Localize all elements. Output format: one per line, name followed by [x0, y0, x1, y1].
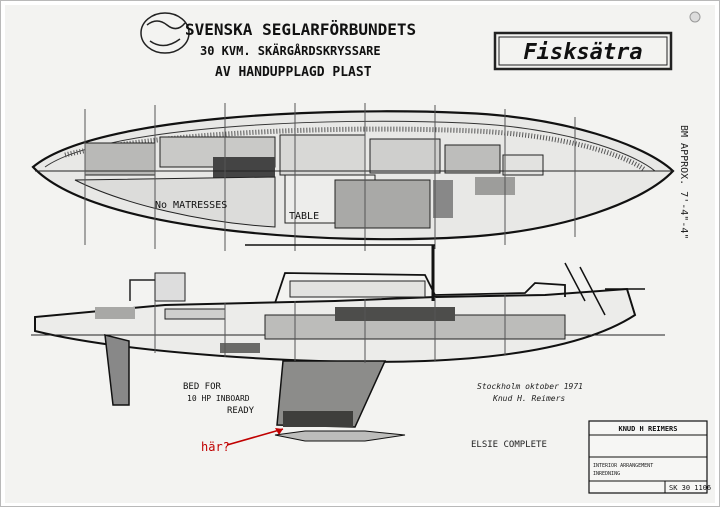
- plan-view: No MATRESSES TABLE: [31, 103, 675, 251]
- punch-hole: [689, 11, 701, 23]
- sailing-society-emblem: [140, 12, 190, 54]
- drawing-number: SK 30 1106: [669, 484, 711, 492]
- title-block-company: KNUD H REIMERS: [618, 425, 677, 433]
- logo-text: Fisksätra: [523, 40, 642, 65]
- paper-background: [5, 5, 715, 503]
- mattresses-label: No MATRESSES: [155, 200, 227, 211]
- margin-note: BM APPROX. 7'-4"-4": [678, 125, 689, 239]
- yacht-drawing-sheet: SVENSKA SEGLARFÖRBUNDETS 30 KVM. SKÄRGÅR…: [5, 5, 715, 503]
- title-line-1: SVENSKA SEGLARFÖRBUNDETS: [185, 20, 416, 39]
- inboard-label: 10 HP INBOARD: [187, 394, 250, 403]
- title-block-line-a: INTERIOR ARRANGEMENT: [593, 463, 653, 469]
- signature-date: Stockholm oktober 1971: [477, 382, 583, 391]
- complete-label: ELSIE COMPLETE: [471, 440, 547, 450]
- title-line-2: 30 KVM. SKÄRGÅRDSKRYSSARE: [200, 43, 381, 58]
- profile-view: BED FOR 10 HP INBOARD READY Stockholm ok…: [31, 245, 665, 450]
- title-line-3: AV HANDUPPLAGD PLAST: [215, 65, 372, 80]
- ready-label: READY: [227, 406, 255, 416]
- designer-signature: Knud H. Reimers: [492, 394, 565, 403]
- title-block-line-b: INREDNING: [593, 471, 620, 477]
- table-label: TABLE: [289, 211, 319, 222]
- fisksatra-logo: Fisksätra: [493, 31, 673, 71]
- red-annotation: här?: [201, 428, 284, 454]
- bed-for-label: BED FOR: [183, 382, 222, 392]
- title-block: KNUD H REIMERS INTERIOR ARRANGEMENT INRE…: [588, 420, 711, 494]
- annotation-text: här?: [201, 440, 230, 454]
